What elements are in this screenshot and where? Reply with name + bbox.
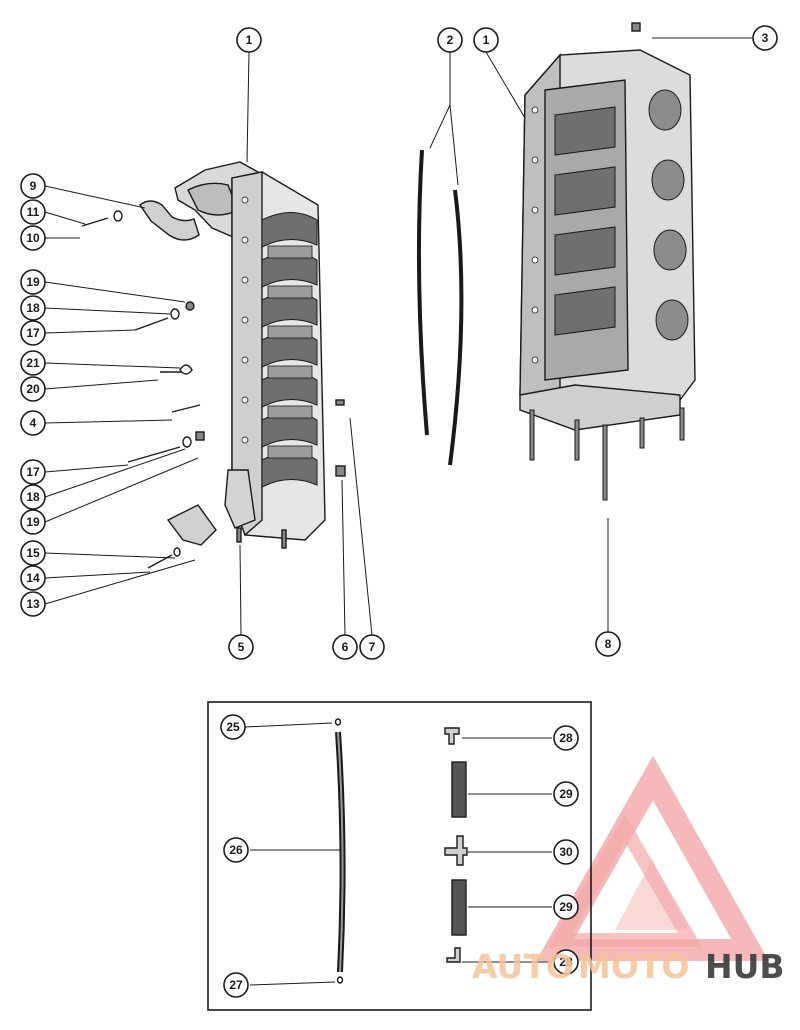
callout-label: 17 bbox=[26, 326, 40, 340]
callout-label: 3 bbox=[762, 31, 769, 45]
callout-17-upper: 17 bbox=[20, 320, 46, 346]
callout-19-lower: 19 bbox=[20, 509, 46, 535]
callout-18-lower: 18 bbox=[20, 484, 46, 510]
callout-4: 4 bbox=[20, 410, 46, 436]
callout-label: 17 bbox=[26, 465, 40, 479]
callout-label: 10 bbox=[26, 231, 40, 245]
callout-13: 13 bbox=[20, 591, 46, 617]
callout-label: 13 bbox=[26, 597, 40, 611]
hose-kit-inset bbox=[207, 701, 592, 1011]
callout-label: 1 bbox=[483, 33, 490, 47]
callout-label: 30 bbox=[559, 845, 573, 859]
watermark-part2: MOTO bbox=[578, 947, 689, 986]
callout-10: 10 bbox=[20, 225, 46, 251]
callout-label: 19 bbox=[26, 515, 40, 529]
callout-label: 18 bbox=[26, 490, 40, 504]
seal-strips bbox=[416, 149, 464, 466]
callout-25: 25 bbox=[220, 714, 246, 740]
callout-29-lower: 29 bbox=[553, 894, 579, 920]
small-hardware bbox=[81, 200, 346, 569]
callout-3: 3 bbox=[752, 25, 778, 51]
callout-label: 7 bbox=[369, 640, 376, 654]
callout-7: 7 bbox=[359, 634, 385, 660]
callout-label: 26 bbox=[229, 843, 243, 857]
callout-19-upper: 19 bbox=[20, 269, 46, 295]
watermark-triangle-small bbox=[615, 860, 688, 930]
callout-9: 9 bbox=[20, 173, 46, 199]
callout-label: 18 bbox=[26, 301, 40, 315]
callout-30: 30 bbox=[553, 839, 579, 865]
watermark-part1: AUTO bbox=[472, 947, 574, 986]
callout-label: 29 bbox=[559, 900, 573, 914]
callout-label: 15 bbox=[26, 546, 40, 560]
callout-1-left: 1 bbox=[236, 27, 262, 53]
callout-label: 28 bbox=[559, 731, 573, 745]
callout-label: 29 bbox=[559, 787, 573, 801]
callout-label: 14 bbox=[26, 571, 40, 585]
callout-28-lower: 28 bbox=[553, 949, 579, 975]
callout-15: 15 bbox=[20, 540, 46, 566]
inset-frame bbox=[207, 701, 592, 1011]
callout-14: 14 bbox=[20, 565, 46, 591]
callout-label: 25 bbox=[226, 720, 240, 734]
callout-26: 26 bbox=[223, 837, 249, 863]
watermark-text: AUTO MOTO HUB bbox=[472, 947, 785, 986]
callout-8: 8 bbox=[595, 631, 621, 657]
callout-label: 27 bbox=[229, 978, 243, 992]
watermark-logo bbox=[536, 755, 769, 961]
callout-18-upper: 18 bbox=[20, 295, 46, 321]
cylinder-block bbox=[519, 22, 696, 501]
watermark-triangle-inner bbox=[547, 814, 703, 947]
callout-21: 21 bbox=[20, 350, 46, 376]
callout-20: 20 bbox=[20, 376, 46, 402]
callout-28-upper: 28 bbox=[553, 725, 579, 751]
callout-11: 11 bbox=[20, 199, 46, 225]
callout-label: 28 bbox=[559, 955, 573, 969]
callout-label: 9 bbox=[30, 179, 37, 193]
callout-label: 8 bbox=[605, 637, 612, 651]
leader-lines bbox=[44, 37, 752, 636]
watermark-part3: HUB bbox=[705, 947, 785, 986]
callout-label: 4 bbox=[30, 416, 37, 430]
callout-label: 2 bbox=[447, 33, 454, 47]
callout-label: 11 bbox=[27, 205, 40, 219]
callout-label: 19 bbox=[26, 275, 40, 289]
crankcase-cover bbox=[174, 161, 326, 549]
callout-2: 2 bbox=[437, 27, 463, 53]
callout-label: 5 bbox=[238, 640, 245, 654]
callout-29-upper: 29 bbox=[553, 781, 579, 807]
callout-label: 21 bbox=[26, 356, 40, 370]
callout-label: 20 bbox=[26, 382, 40, 396]
callout-label: 1 bbox=[246, 33, 253, 47]
callout-27: 27 bbox=[223, 972, 249, 998]
callout-5: 5 bbox=[228, 634, 254, 660]
callout-17-lower: 17 bbox=[20, 459, 46, 485]
callout-1-right: 1 bbox=[473, 27, 499, 53]
callout-label: 6 bbox=[342, 640, 349, 654]
callout-6: 6 bbox=[332, 634, 358, 660]
